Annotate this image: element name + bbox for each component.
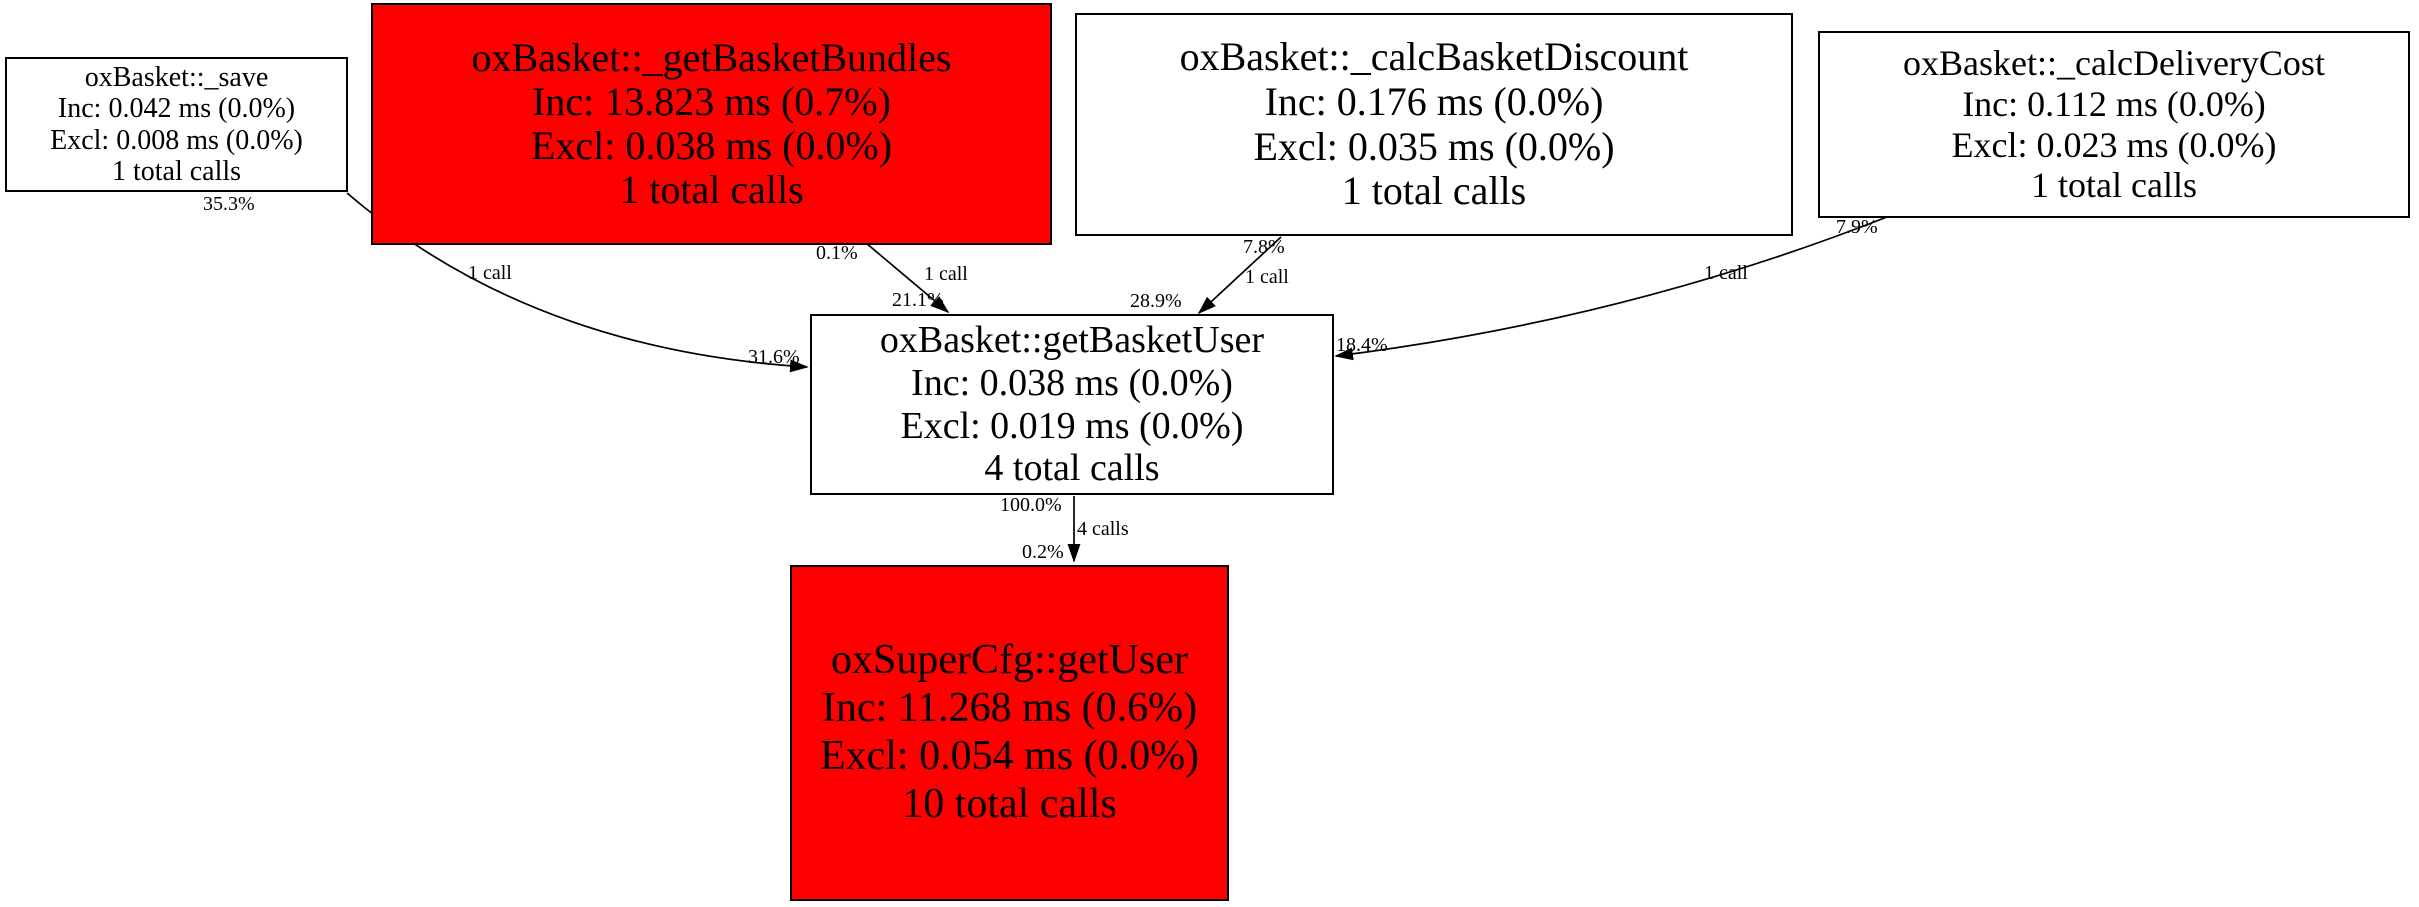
edge-calcbasketdiscount-source-pct-label: 7.8% [1243, 236, 1285, 258]
node-total-calls: 1 total calls [111, 155, 242, 187]
node-oxbasket-calcdeliverycost: oxBasket::_calcDeliveryCost Inc: 0.112 m… [1818, 31, 2410, 218]
node-exclusive-time: Excl: 0.023 ms (0.0%) [1951, 124, 2277, 165]
edge-calcdeliverycost-calls-label: 1 call [1704, 262, 1748, 284]
edge-save-calls-label: 1 call [468, 262, 512, 284]
node-function-name: oxBasket::getBasketUser [879, 318, 1265, 361]
node-total-calls: 1 total calls [619, 167, 804, 212]
node-exclusive-time: Excl: 0.035 ms (0.0%) [1253, 123, 1615, 169]
node-inclusive-time: Inc: 13.823 ms (0.7%) [532, 79, 891, 124]
node-exclusive-time: Excl: 0.019 ms (0.0%) [900, 404, 1244, 447]
node-total-calls: 10 total calls [902, 780, 1117, 827]
edge-getbasketbundles-source-pct-label: 0.1% [816, 242, 858, 264]
node-inclusive-time: Inc: 0.112 ms (0.0%) [1962, 83, 2266, 124]
node-exclusive-time: Excl: 0.054 ms (0.0%) [819, 733, 1200, 779]
node-oxbasket-getbasketuser: oxBasket::getBasketUser Inc: 0.038 ms (0… [810, 314, 1334, 495]
node-total-calls: 1 total calls [2031, 165, 2197, 206]
node-inclusive-time: Inc: 0.042 ms (0.0%) [57, 93, 296, 125]
node-oxbasket-getbasketbundles: oxBasket::_getBasketBundles Inc: 13.823 … [371, 3, 1052, 245]
edge-calcdeliverycost-target-pct-label: 18.4% [1336, 334, 1388, 356]
node-exclusive-time: Excl: 0.038 ms (0.0%) [530, 123, 893, 168]
edge-calcdeliverycost-to-getbasketuser [1334, 216, 1888, 361]
node-function-name: oxBasket::_getBasketBundles [471, 35, 952, 80]
edge-getbasketbundles-calls-label: 1 call [924, 263, 968, 285]
edge-calcdeliverycost-source-pct-label: 7.9% [1836, 216, 1878, 238]
edge-calcbasketdiscount-to-getbasketuser [1197, 236, 1282, 315]
node-inclusive-time: Inc: 0.038 ms (0.0%) [911, 361, 1233, 404]
edge-getbasketbundles-to-getbasketuser [865, 242, 950, 314]
node-exclusive-time: Excl: 0.008 ms (0.0%) [50, 124, 303, 156]
edge-getbasketbundles-target-pct-label: 21.1% [892, 289, 944, 311]
node-inclusive-time: Inc: 0.176 ms (0.0%) [1264, 78, 1604, 124]
node-function-name: oxBasket::_calcBasketDiscount [1179, 33, 1689, 79]
node-function-name: oxBasket::_save [84, 61, 269, 93]
edge-getuser-source-pct-label: 100.0% [1000, 494, 1062, 516]
node-function-name: oxSuperCfg::getUser [831, 637, 1188, 684]
edge-save-source-pct-label: 35.3% [203, 193, 255, 215]
edge-calcbasketdiscount-calls-label: 1 call [1245, 266, 1289, 288]
edge-calcbasketdiscount-target-pct-label: 28.9% [1130, 290, 1182, 312]
edge-getuser-calls-label: 4 calls [1077, 518, 1129, 540]
node-oxbasket-calcbasketdiscount: oxBasket::_calcBasketDiscount Inc: 0.176… [1075, 13, 1793, 236]
node-inclusive-time: Inc: 11.268 ms (0.6%) [821, 685, 1198, 732]
node-function-name: oxBasket::_calcDeliveryCost [1903, 43, 2325, 84]
node-total-calls: 1 total calls [1341, 168, 1527, 214]
edge-getuser-target-pct-label: 0.2% [1022, 541, 1064, 563]
node-oxbasket-save: oxBasket::_save Inc: 0.042 ms (0.0%) Exc… [5, 57, 348, 192]
node-oxsupercfg-getuser: oxSuperCfg::getUser Inc: 11.268 ms (0.6%… [790, 565, 1229, 901]
edge-save-target-pct-label: 31.6% [748, 346, 800, 368]
node-total-calls: 4 total calls [984, 447, 1160, 490]
